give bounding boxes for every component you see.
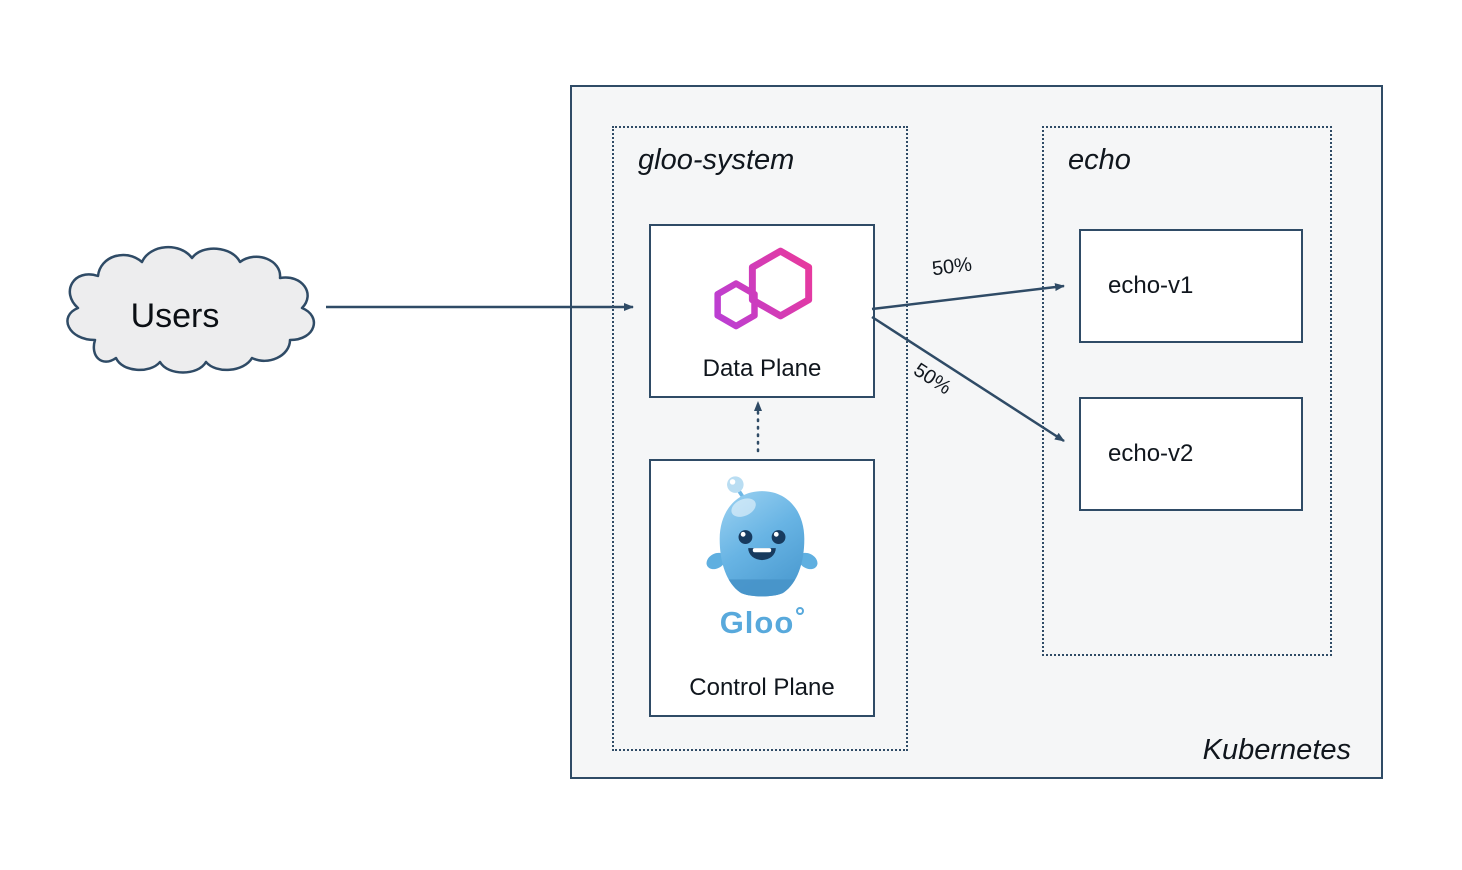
mascot-bottom-shade (719, 579, 805, 597)
users-cloud-node: Users (50, 222, 342, 394)
mascot-eye-right (771, 530, 786, 544)
echo-v1-label: echo-v1 (1108, 272, 1194, 299)
data-plane-node: Data Plane (649, 224, 875, 398)
mascot-arm-left (706, 552, 726, 570)
mascot-antenna-highlight (729, 479, 736, 485)
mascot-arm-right (798, 552, 818, 570)
kubernetes-cluster-box: Kubernetes gloo-system Data Pla (570, 85, 1383, 779)
users-label: Users (131, 297, 220, 335)
mascot-eye-left-highlight (740, 531, 746, 537)
echo-v2-label: echo-v2 (1108, 440, 1194, 467)
gloo-system-namespace-box: gloo-system Data Plane (612, 126, 908, 751)
kubernetes-label: Kubernetes (1202, 734, 1351, 766)
gloo-hexagons-icon (714, 247, 813, 330)
gloo-wordmark: Gloo (720, 605, 805, 641)
mascot-teeth (752, 548, 772, 553)
echo-v2-node: echo-v2 (1079, 397, 1303, 511)
cloud-icon: Users (66, 245, 316, 374)
control-plane-label: Control Plane (689, 674, 835, 701)
gloo-hexagon-small (714, 280, 758, 330)
mascot-eye-right-highlight (773, 531, 779, 537)
gloo-hexagon-large (748, 247, 813, 320)
echo-namespace-box: echo echo-v1 echo-v2 (1042, 126, 1332, 656)
gloo-system-label: gloo-system (638, 144, 795, 176)
echo-v1-node: echo-v1 (1079, 229, 1303, 343)
gloo-mascot-icon (706, 476, 818, 597)
mascot-antenna-ball (727, 476, 744, 493)
traffic-split-label-v1: 50% (930, 253, 974, 281)
gloo-hexagon-notch (735, 300, 751, 315)
gloo-wordmark-text: Gloo (719, 605, 795, 640)
data-plane-label: Data Plane (702, 355, 822, 382)
mascot-eye-left (738, 530, 753, 544)
echo-namespace-label: echo (1068, 144, 1131, 176)
control-plane-node: Gloo Control Plane (649, 459, 875, 717)
mascot-body (719, 491, 805, 597)
cloud-shape (66, 245, 316, 374)
mascot-head-shine (731, 498, 756, 517)
gloo-wordmark-ring-icon (796, 607, 805, 615)
